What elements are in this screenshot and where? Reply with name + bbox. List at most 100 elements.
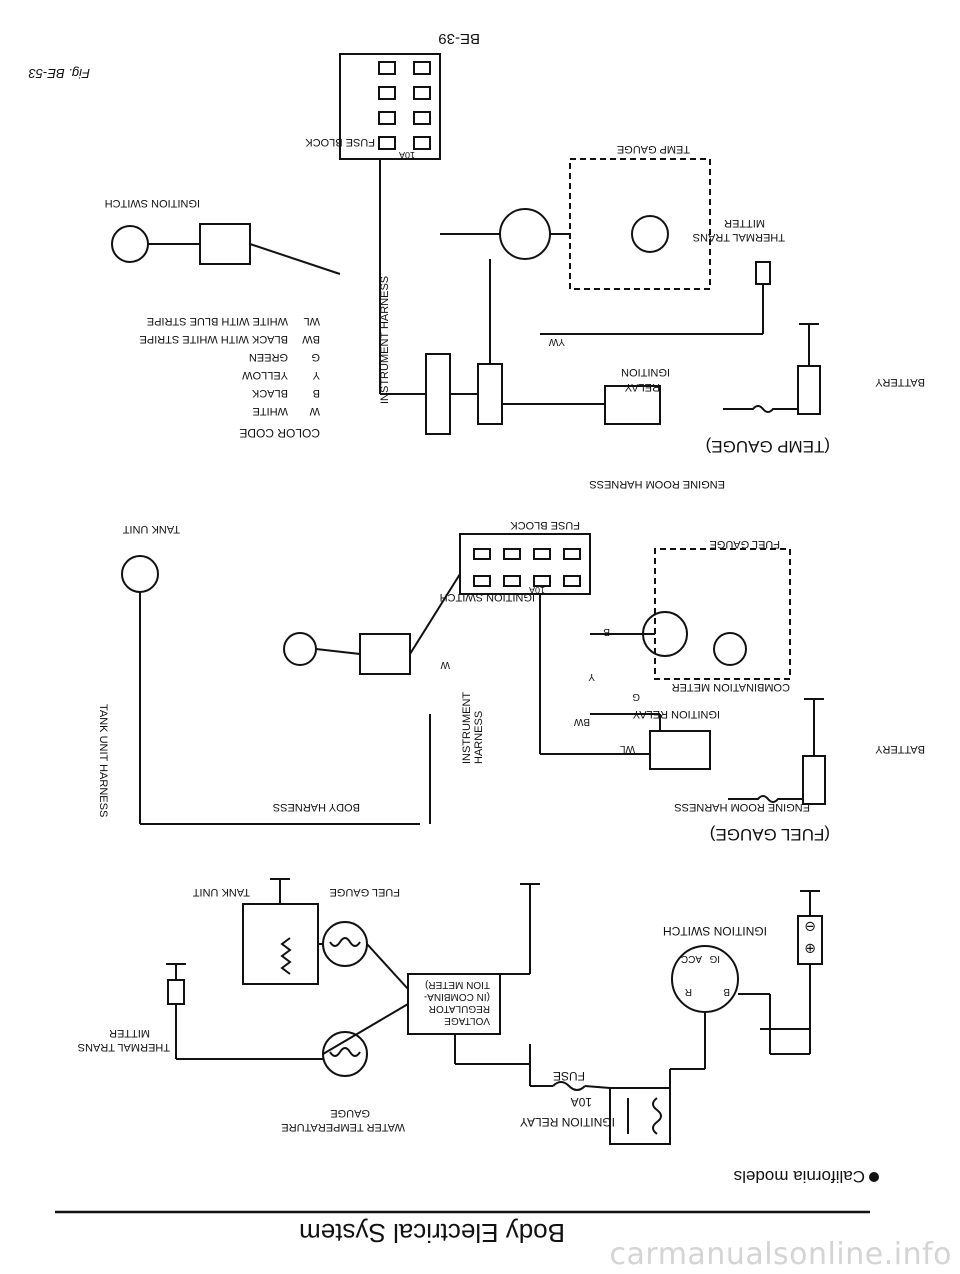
fuse-amp-label: 10A — [571, 1095, 592, 1109]
temp-harness-connector — [477, 363, 503, 425]
temp-relay-label-2: IGNITION — [621, 366, 670, 378]
wire-tag-w: W — [440, 659, 450, 670]
california-ignition-switch-label: IGNITION SWITCH — [663, 924, 767, 938]
water-temp-gauge — [322, 1031, 368, 1077]
wire-tag-g: G — [632, 691, 640, 702]
fuel-tank-unit — [121, 555, 159, 593]
temp-engine-room-harness-label: ENGINE ROOM HARNESS — [589, 478, 725, 490]
fuel-fuse-amp-label: 10A — [529, 585, 545, 595]
temp-fuse-block — [339, 53, 441, 160]
switch-terminal-ig: IG — [709, 953, 720, 964]
wire-tag-yw: YW — [548, 336, 565, 347]
fuel-battery-label: BATTERY — [875, 743, 925, 755]
fuel-gauge-panel-title: (FUEL GAUGE) — [710, 825, 830, 844]
temp-meter-dial — [631, 215, 669, 253]
fuel-gauge-panel: (FUEL GAUGE) ENGINE ROOM HARNESS BODY HA… — [97, 519, 925, 844]
fuel-ignition-switch — [359, 633, 411, 675]
color-code-entry-3-meaning: YELLOW — [242, 369, 288, 381]
bullet-icon — [869, 1172, 879, 1182]
voltage-regulator-label-2: REGULATOR — [429, 1003, 490, 1014]
temp-fuse-amp-label: 10A — [399, 150, 415, 160]
california-thermal-transmitter-label-2: MITTER — [109, 1027, 150, 1039]
california-ignition-relay-label: IGNITION RELAY — [520, 1115, 615, 1129]
california-fuel-gauge — [322, 921, 368, 967]
california-thermal-transmitter — [167, 979, 185, 1005]
temp-battery-label: BATTERY — [875, 376, 925, 388]
color-code-entry-5-meaning: BLACK WITH WHITE STRIPE — [139, 333, 288, 345]
fuel-engine-room-harness-label: ENGINE ROOM HARNESS — [674, 801, 810, 813]
color-code-entry-6-code: WL — [304, 315, 321, 327]
fuel-gauge-label: FUEL GAUGE — [710, 538, 781, 550]
temp-ignition-switch-label: IGNITION SWITCH — [105, 197, 200, 209]
color-code-entry-5-code: BW — [302, 333, 320, 345]
temp-gauge-label: TEMP GAUGE — [617, 143, 690, 155]
fuel-instrument-harness-label-1: INSTRUMENT — [461, 692, 473, 764]
temp-thermal-transmitter — [755, 261, 771, 285]
california-heading: California models — [734, 1167, 865, 1186]
wire-tag-b: B — [603, 626, 610, 637]
color-code-entry-3-code: Y — [312, 369, 320, 381]
fusible-link — [728, 795, 803, 803]
temp-gauge-panel: (TEMP GAUGE) ENGINE ROOM HARNESS BATTERY… — [105, 53, 925, 490]
temp-fuse-slots — [378, 61, 431, 150]
fuel-battery — [802, 755, 826, 805]
tank-unit-harness-label: TANK UNIT HARNESS — [97, 704, 109, 817]
voltage-regulator-label-4: TION METER) — [425, 979, 490, 990]
temp-gauge-panel-title: (TEMP GAUGE) — [706, 437, 830, 456]
tank-unit-resistor — [280, 937, 292, 975]
combination-meter-label: COMBINATION METER — [672, 681, 790, 693]
color-code-heading: COLOR CODE — [239, 426, 320, 440]
page-header-title: Body Electrical System — [299, 1218, 565, 1248]
color-code-entry-4-code: G — [311, 351, 320, 363]
temp-instrument-harness-label: INSTRUMENT HARNESS — [379, 276, 391, 404]
temp-ignition-switch — [199, 223, 251, 265]
temp-ignition-switch-knob — [111, 225, 149, 263]
temp-thermal-transmitter-label-1: THERMAL TRANS — [693, 231, 785, 243]
relay-coil-icon — [652, 1097, 662, 1135]
figure-label: Fig. BE-53 — [28, 66, 90, 81]
fuel-ignition-relay-label: IGNITION RELAY — [632, 708, 720, 720]
wire-code-tags: WL BW G B W Y YW — [440, 336, 640, 754]
fuel-ignition-relay — [649, 730, 711, 770]
fuel-tank-unit-label: TANK UNIT — [122, 523, 180, 535]
svg-text:⊖: ⊖ — [804, 919, 816, 935]
wire-tag-bw: BW — [573, 716, 590, 727]
body-harness-label: BODY HARNESS — [273, 801, 360, 813]
fuel-ignition-switch-knob — [283, 632, 317, 666]
water-temp-gauge-label-2: GAUGE — [330, 1107, 370, 1119]
gauge-coil-icon — [329, 1047, 361, 1057]
fuel-instrument-harness-label-2: HARNESS — [473, 711, 485, 764]
temp-battery — [797, 365, 821, 415]
fuel-fuse-block — [459, 533, 591, 595]
color-code-legend: COLOR CODE W WHITE B BLACK Y YELLOW G GR… — [139, 315, 320, 440]
color-code-entry-2-code: B — [313, 387, 320, 399]
wire-tag-y: Y — [588, 671, 595, 682]
color-code-entry-1-code: W — [309, 405, 320, 417]
california-tank-unit-label: TANK UNIT — [192, 886, 250, 898]
fuel-meter-dial — [713, 632, 747, 666]
fuel-fuse-block-label: FUSE BLOCK — [510, 519, 580, 531]
fuse-symbol — [552, 1081, 586, 1091]
california-thermal-transmitter-label-1: THERMAL TRANS — [78, 1041, 170, 1053]
fuse-label: FUSE — [553, 1069, 585, 1083]
switch-terminal-acc: ACC — [681, 953, 702, 964]
voltage-regulator-label-3: (IN COMBINA- — [424, 991, 490, 1002]
ignition-relay-box — [609, 1087, 671, 1145]
temp-thermal-transmitter-label-2: MITTER — [724, 217, 765, 229]
fuel-fuse-slots — [473, 548, 581, 587]
watermark: carmanualsonline.info — [609, 1237, 952, 1272]
color-code-entry-6-meaning: WHITE WITH BLUE STRIPE — [147, 315, 288, 327]
page-number: BE-39 — [438, 30, 480, 47]
color-code-entry-4-meaning: GREEN — [249, 351, 288, 363]
fuel-ignition-switch-label: IGNITION SWITCH — [440, 591, 535, 603]
wire-tag-wl: WL — [620, 743, 635, 754]
svg-text:⊕: ⊕ — [804, 941, 816, 957]
california-fuel-gauge-label: FUEL GAUGE — [330, 886, 401, 898]
california-panel: California models IGNITION RELAY 10A FUS… — [78, 878, 879, 1186]
color-code-entry-1-meaning: WHITE — [253, 405, 288, 417]
temp-gauge-box — [569, 158, 711, 290]
water-temp-gauge-label-1: WATER TEMPERATURE — [281, 1121, 405, 1133]
